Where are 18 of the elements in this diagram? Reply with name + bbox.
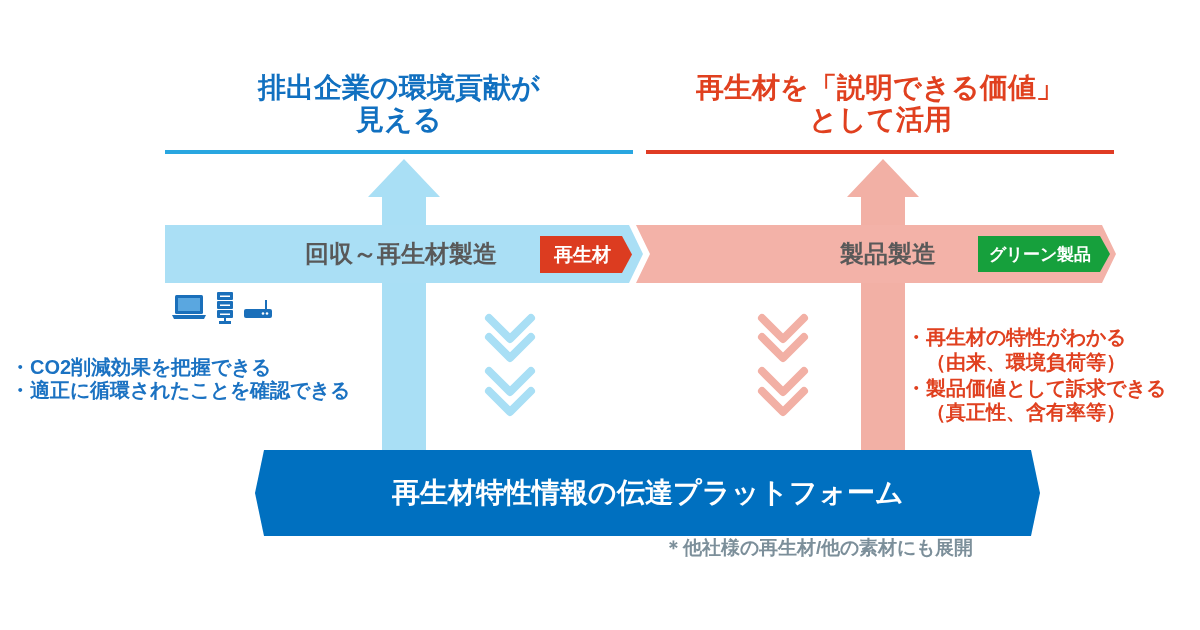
section-heading: 排出企業の環境貢献が見える <box>165 68 633 154</box>
bullet-text: ・再生材の特性がわかる <box>906 325 1126 349</box>
bullet-text: ・製品価値として訴求できる <box>906 376 1166 400</box>
band-title: 回収～再生材製造 <box>305 239 497 269</box>
section-heading: 再生材を「説明できる価値」として活用 <box>646 68 1114 154</box>
band-title: 製品製造 <box>840 239 936 269</box>
bullet-text: （由来、環境負荷等） <box>925 350 1126 374</box>
bullet-text: ・CO2削減効果を把握できる <box>10 355 272 379</box>
bullet-text: ・適正に循環されたことを確認できる <box>10 378 350 402</box>
chevron-arrow <box>758 314 808 416</box>
note-text: ＊他社様の再生材/他の素材にも展開 <box>664 536 974 560</box>
platform-banner: 再生材特性情報の伝達プラットフォーム <box>255 450 1040 536</box>
output-tag: グリーン製品 <box>978 236 1110 272</box>
chevron-arrow <box>485 314 535 416</box>
bullet-text: （真正性、含有率等） <box>925 400 1126 424</box>
output-tag: 再生材 <box>540 236 632 273</box>
process-band <box>165 225 643 283</box>
process-band <box>636 225 1116 283</box>
